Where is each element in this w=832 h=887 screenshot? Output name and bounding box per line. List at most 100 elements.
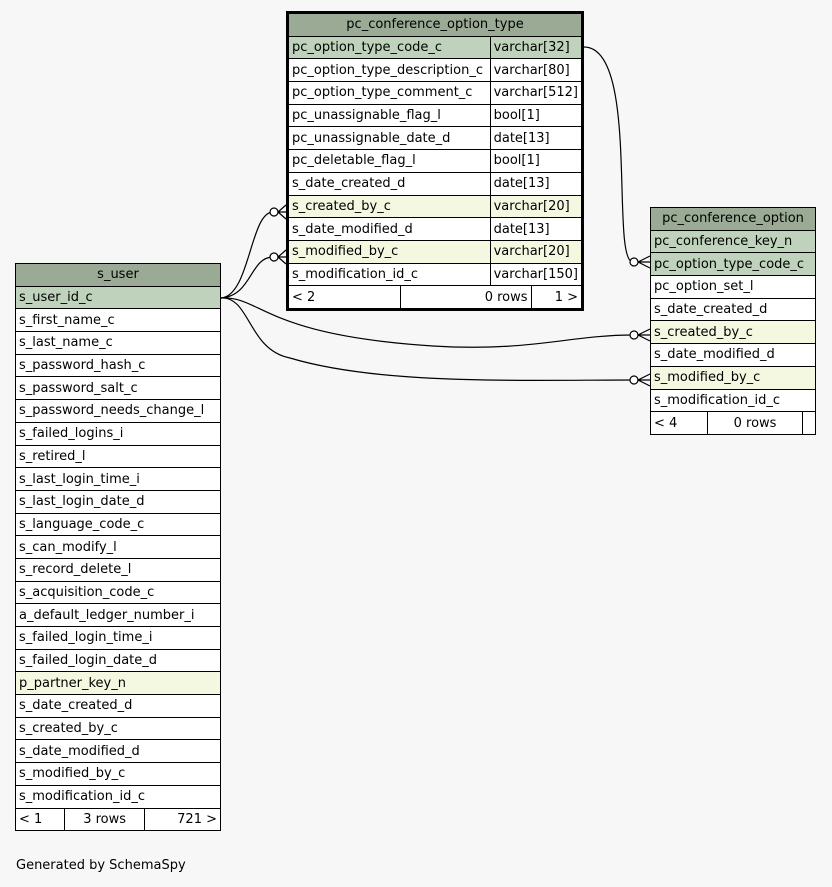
column-name[interactable]: s_record_delete_l: [15, 557, 221, 582]
column-name[interactable]: s_can_modify_l: [15, 535, 221, 559]
column-name[interactable]: s_password_salt_c: [15, 376, 221, 401]
column-name[interactable]: s_failed_login_date_d: [15, 648, 221, 673]
row-count: 0 rows: [707, 411, 803, 435]
column-name[interactable]: s_failed_logins_i: [15, 421, 221, 446]
crows-foot-marker: [277, 204, 287, 220]
table-header-row: pc_conference_option: [650, 207, 816, 231]
column-type: varchar[150]: [489, 262, 584, 287]
column-name[interactable]: s_modification_id_c: [15, 784, 221, 809]
table-title[interactable]: pc_conference_option: [650, 207, 816, 231]
column-row: s_password_salt_c: [15, 376, 221, 401]
relationship-line: [220, 256, 274, 299]
optional-marker: [269, 252, 279, 262]
column-name[interactable]: s_modified_by_c: [15, 762, 221, 786]
column-name[interactable]: s_failed_login_time_i: [15, 626, 221, 650]
children-count[interactable]: [801, 411, 817, 435]
column-name[interactable]: s_date_modified_d: [287, 217, 491, 241]
column-row: s_date_modified_d: [15, 739, 221, 764]
column-name[interactable]: s_created_by_c: [287, 194, 491, 219]
table-header-row: pc_conference_option_type: [287, 12, 583, 37]
column-name[interactable]: pc_option_set_l: [650, 275, 816, 299]
parents-count[interactable]: < 1: [15, 807, 65, 832]
column-row: s_modified_by_c: [15, 762, 221, 786]
column-name[interactable]: s_last_login_date_d: [15, 489, 221, 514]
children-count[interactable]: 721 >: [144, 807, 221, 832]
column-row: s_failed_logins_i: [15, 421, 221, 446]
column-name[interactable]: s_date_created_d: [15, 694, 221, 718]
table-title[interactable]: pc_conference_option_type: [287, 12, 583, 37]
column-type: varchar[20]: [489, 194, 584, 219]
column-name[interactable]: s_date_modified_d: [650, 343, 816, 367]
column-name[interactable]: s_date_created_d: [650, 297, 816, 322]
optional-marker: [629, 257, 639, 267]
column-row: s_failed_login_date_d: [15, 648, 221, 673]
column-row: s_language_code_c: [15, 512, 221, 537]
column-type: bool[1]: [489, 103, 584, 128]
column-name[interactable]: s_modified_by_c: [287, 239, 491, 264]
column-name[interactable]: s_retired_l: [15, 444, 221, 469]
table-title[interactable]: s_user: [15, 263, 221, 287]
relationship-line: [220, 297, 634, 381]
column-name[interactable]: s_modification_id_c: [287, 262, 491, 287]
column-name[interactable]: pc_option_type_code_c: [650, 252, 816, 277]
column-name[interactable]: s_date_modified_d: [15, 739, 221, 764]
column-name[interactable]: s_created_by_c: [15, 716, 221, 741]
column-row: pc_option_set_l: [650, 275, 816, 299]
column-name[interactable]: pc_option_type_code_c: [287, 35, 491, 60]
column-name[interactable]: p_partner_key_n: [15, 671, 221, 696]
column-row: s_user_id_c: [15, 285, 221, 310]
column-name[interactable]: s_last_name_c: [15, 331, 221, 355]
column-type: date[13]: [489, 217, 584, 241]
optional-marker: [269, 207, 279, 217]
column-name[interactable]: s_created_by_c: [650, 320, 816, 345]
column-name[interactable]: pc_conference_key_n: [650, 229, 816, 254]
column-row: a_default_ledger_number_i: [15, 603, 221, 627]
column-row: s_retired_l: [15, 444, 221, 469]
optional-marker: [629, 330, 639, 340]
column-row: pc_conference_key_n: [650, 229, 816, 254]
column-name[interactable]: s_modification_id_c: [650, 388, 816, 413]
column-name[interactable]: pc_deletable_flag_l: [287, 149, 491, 173]
column-name[interactable]: pc_unassignable_date_d: [287, 126, 491, 151]
column-row: s_password_hash_c: [15, 353, 221, 378]
relationship-line: [583, 46, 634, 263]
crows-foot-marker: [637, 373, 651, 387]
column-name[interactable]: s_password_hash_c: [15, 353, 221, 378]
column-row: s_created_by_c: [650, 320, 816, 345]
parents-count[interactable]: < 2: [287, 285, 401, 310]
column-name[interactable]: s_last_login_time_i: [15, 467, 221, 491]
column-name[interactable]: a_default_ledger_number_i: [15, 603, 221, 627]
column-type: varchar[512]: [489, 81, 584, 105]
column-name[interactable]: pc_option_type_description_c: [287, 58, 491, 83]
parents-count[interactable]: < 4: [649, 411, 709, 435]
column-row: pc_option_type_code_c: [650, 252, 816, 277]
column-name[interactable]: s_password_needs_change_l: [15, 399, 221, 423]
column-name[interactable]: pc_option_type_comment_c: [287, 81, 491, 105]
column-row: s_date_modified_d: [650, 343, 816, 367]
children-count[interactable]: 1 >: [530, 285, 584, 310]
column-name[interactable]: s_acquisition_code_c: [15, 580, 221, 605]
column-row: s_can_modify_l: [15, 535, 221, 559]
column-name[interactable]: s_language_code_c: [15, 512, 221, 537]
column-row: s_first_name_c: [15, 308, 221, 333]
column-name[interactable]: s_first_name_c: [15, 308, 221, 333]
column-name[interactable]: s_user_id_c: [15, 285, 221, 310]
column-type: bool[1]: [489, 149, 584, 173]
column-name[interactable]: pc_unassignable_flag_l: [287, 103, 491, 128]
column-name[interactable]: s_date_created_d: [287, 171, 491, 196]
column-name[interactable]: s_modified_by_c: [650, 365, 816, 390]
column-row: s_created_by_c: [15, 716, 221, 741]
